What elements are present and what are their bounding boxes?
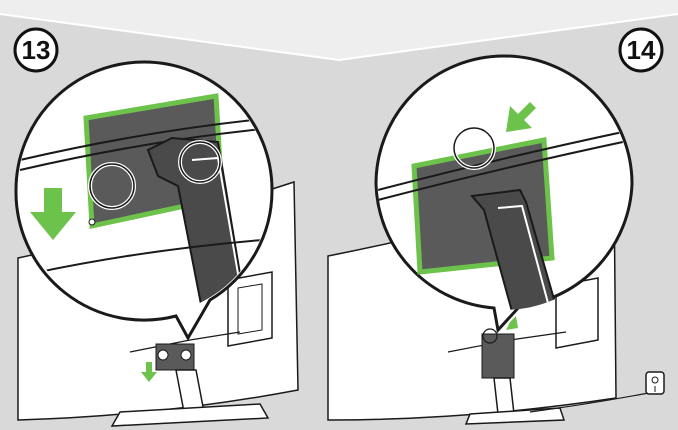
power-outlet-icon <box>645 371 665 395</box>
monitor-lower-13 <box>19 239 263 277</box>
highlight-circle-14-outline <box>453 127 495 169</box>
stand-arm-highlight-14 <box>497 204 553 310</box>
zoom-content-14 <box>378 126 630 310</box>
highlight-circle-13a-outline <box>89 163 135 209</box>
down-arrow-icon <box>30 188 76 240</box>
top-band <box>0 0 678 60</box>
screw-hole-13b <box>180 349 192 361</box>
step-14-number: 14 <box>627 35 656 65</box>
step-13-badge-circle <box>13 27 59 73</box>
top-band-edge <box>0 13 678 62</box>
step-14-badge: 14 <box>618 27 664 73</box>
down-arrow-icon-small <box>141 362 157 382</box>
stand-base-13 <box>110 403 270 427</box>
step-14-badge-circle <box>618 27 664 73</box>
monitor-edge-13a <box>19 117 270 161</box>
step-13-number: 13 <box>22 35 51 65</box>
zoom-content-13 <box>19 93 270 316</box>
step-13-panel: 13 <box>13 27 299 427</box>
monitor-edge-14b <box>378 139 630 201</box>
monitor-edge-13b <box>19 127 270 171</box>
diagonal-arrow-icon-small <box>506 316 518 330</box>
diagonal-arrow-icon <box>506 102 536 132</box>
cable-13 <box>129 331 241 353</box>
step-14-panel: 14 <box>327 27 665 425</box>
screw-hole-13a <box>157 349 169 361</box>
step-13-badge: 13 <box>13 27 59 73</box>
stand-arm-14 <box>470 188 562 310</box>
monitor-edge-14a <box>378 129 630 191</box>
highlight-circle-13b-outline <box>179 141 221 183</box>
bracket-small-14 <box>481 333 515 379</box>
power-cord <box>529 391 655 413</box>
port-area-13 <box>227 271 273 347</box>
highlight-circle-14-small <box>482 328 498 344</box>
screw-13 <box>88 218 96 226</box>
stand-base-14 <box>464 407 566 425</box>
stand-column-14 <box>493 377 515 415</box>
port-inner-13 <box>237 283 263 335</box>
